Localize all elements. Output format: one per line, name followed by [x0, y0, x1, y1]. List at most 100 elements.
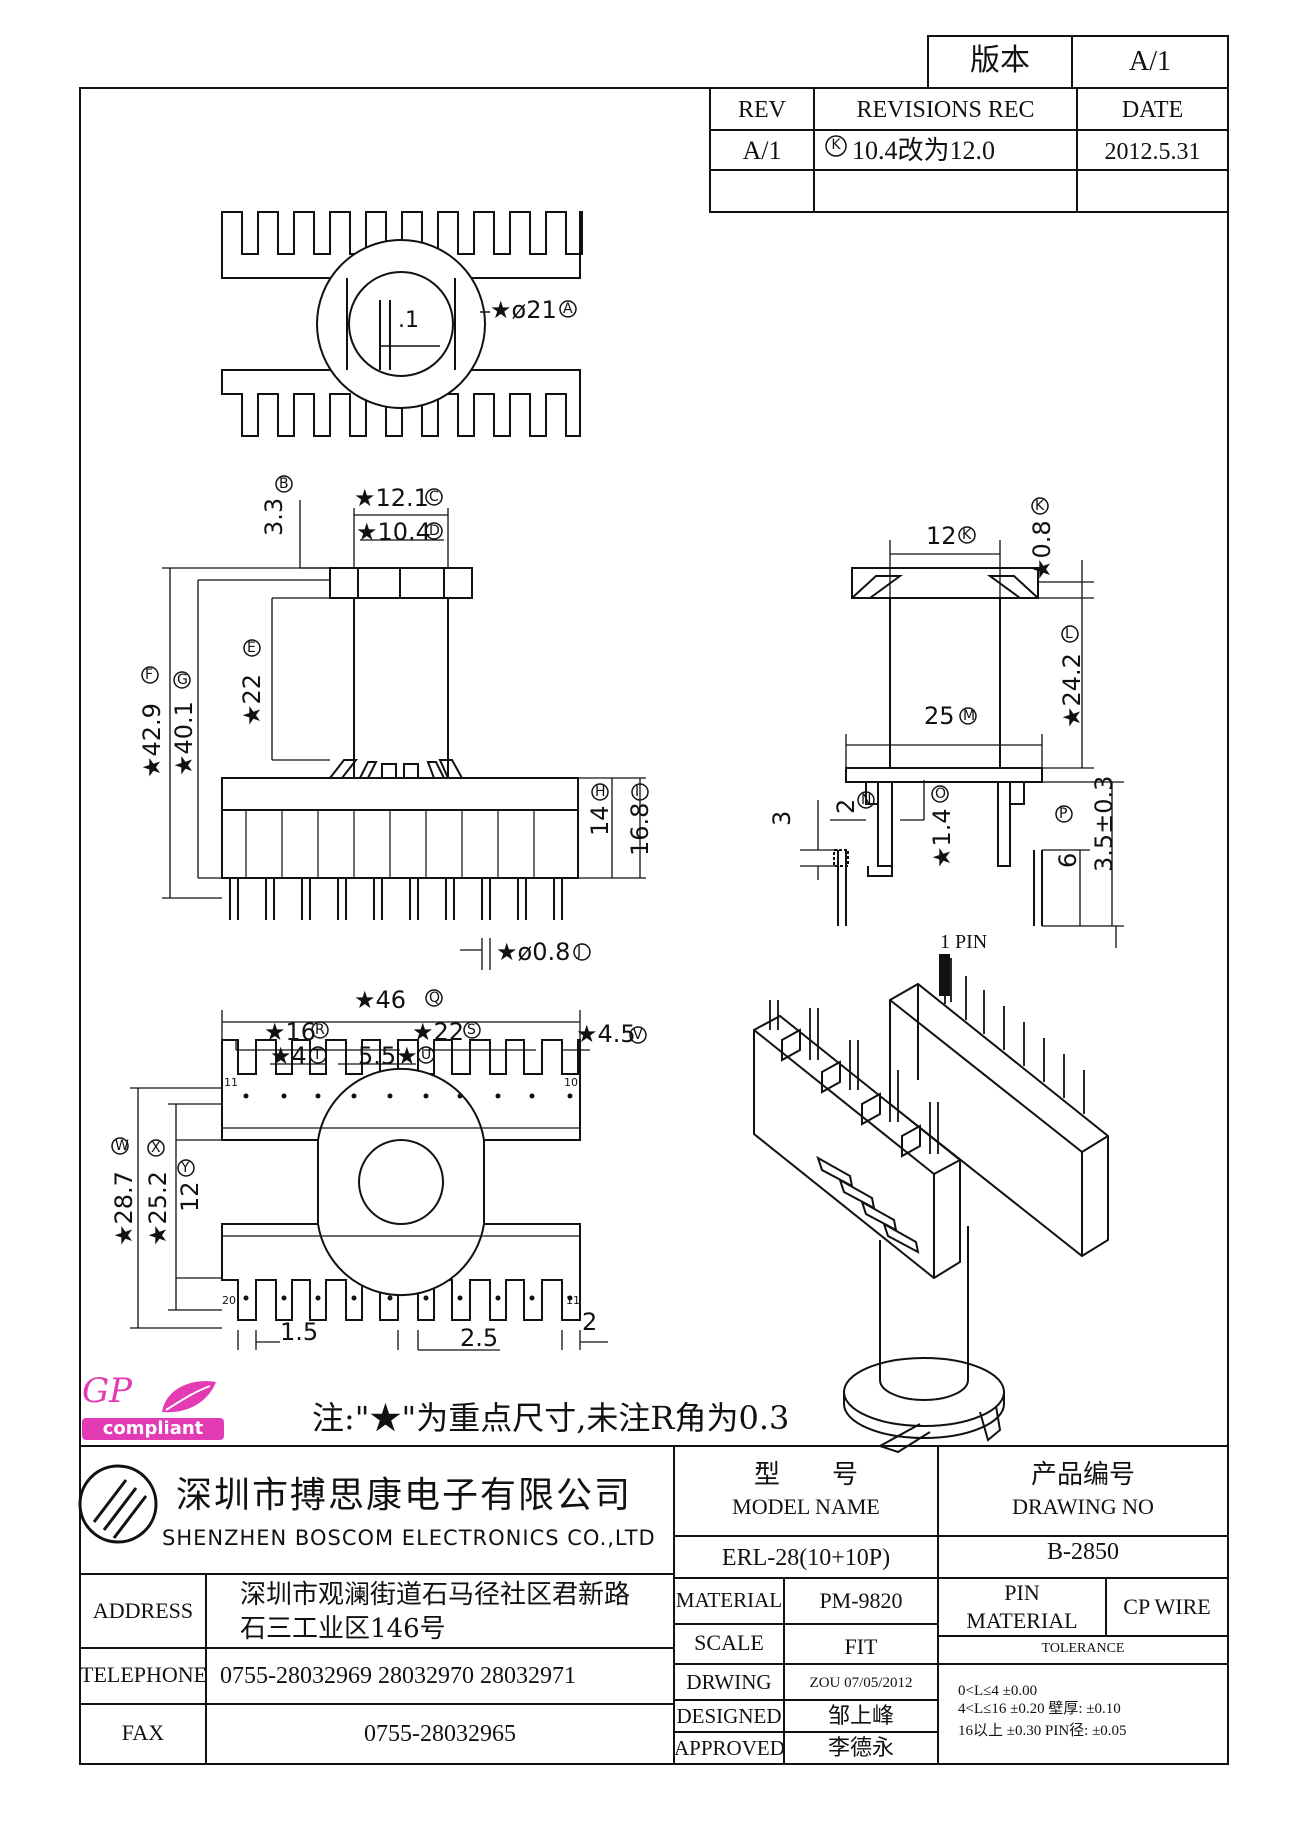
rev-row-rev: A/1	[742, 136, 782, 165]
note-text: 注:"★"为重点尺寸,未注R角为0.3	[312, 1399, 790, 1437]
drawing-value: B-2850	[1047, 1539, 1119, 1565]
dim-s: ★22	[412, 1018, 465, 1046]
drawing-frame	[79, 87, 1229, 1765]
drwing-label: DRWING	[686, 1670, 772, 1694]
approved-value: 李德永	[827, 1736, 894, 1761]
rev-row-rec: 10.4改为12.0	[852, 136, 996, 165]
version-label: 版本	[970, 43, 1030, 78]
dim-x: ★25.2	[144, 1171, 172, 1246]
dim-g-code: G	[177, 672, 188, 688]
telephone-value: 0755-28032969 28032970 28032971	[220, 1663, 576, 1689]
dim-t-code: T	[313, 1047, 322, 1063]
dim-e-code: E	[247, 640, 256, 656]
dim-q: ★46	[354, 986, 407, 1014]
designed-value: 邹上峰	[827, 1704, 894, 1729]
pin-label-11b: 11	[566, 1294, 580, 1307]
top-view	[221, 211, 583, 437]
compliant-text: compliant	[82, 1418, 224, 1440]
tolerance-label: TOLERANCE	[1041, 1641, 1125, 1656]
dim-o-code: O	[935, 786, 947, 802]
version-value: A/1	[1129, 46, 1171, 77]
dim-m: 25	[924, 702, 955, 730]
material-value: PM-9820	[819, 1588, 903, 1613]
side-view	[800, 540, 1124, 948]
designed-label: DESIGNED	[676, 1704, 782, 1728]
fax-value: 0755-28032965	[364, 1721, 516, 1747]
dim-w: ★28.7	[110, 1171, 138, 1246]
material-label: MATERIAL	[675, 1588, 783, 1612]
dim-dot1: .1	[398, 308, 419, 333]
dim-c: ★12.1	[354, 484, 429, 512]
dim-r: ★16	[264, 1018, 317, 1046]
dim-t: ★4	[270, 1042, 307, 1070]
dim-b-code: B	[279, 476, 289, 492]
model-value: ERL-28(10+10P)	[721, 1545, 891, 1571]
bottom-view	[130, 1010, 608, 1351]
dim-p-code: P	[1059, 806, 1068, 822]
dim-i-code: I	[635, 784, 640, 800]
scale-value: FIT	[844, 1634, 878, 1659]
fax-label: FAX	[121, 1720, 165, 1745]
pin-label-10: 10	[564, 1076, 578, 1089]
dim-n: 2	[832, 798, 860, 814]
dim-j: ★ø0.8	[496, 938, 571, 966]
dim-p: 6	[1054, 852, 1082, 868]
dim-p2: 3.5±0.3	[1090, 775, 1118, 872]
dim-f: ★42.9	[138, 703, 166, 778]
dim-2: 2	[582, 1308, 598, 1336]
dim-y: 12	[176, 1181, 204, 1212]
dim-q-code: Q	[429, 990, 441, 1006]
title-block	[80, 1445, 1228, 1764]
dim-m-code: M	[963, 708, 976, 724]
rev-date-header: DATE	[1121, 97, 1184, 123]
front-view	[162, 500, 646, 970]
dim-v-code: V	[633, 1027, 643, 1043]
company-name-en: SHENZHEN BOSCOM ELECTRONICS CO.,LTD	[162, 1526, 656, 1550]
pin1-label: 1 PIN	[940, 931, 988, 953]
tolerance-line-2: 4<L≤16 ±0.20 壁厚: ±0.10	[958, 1701, 1121, 1717]
dim-k2-code: K	[1035, 498, 1045, 514]
gp-logo-text: GP	[82, 1371, 133, 1411]
dim-d: ★10.4	[356, 518, 431, 546]
dim-v: ★4.5	[576, 1020, 636, 1048]
dim-u-code: U	[421, 1047, 432, 1063]
dim-k2: ★0.8	[1028, 520, 1056, 580]
rev-header: REV	[738, 97, 786, 123]
rev-row-mark: K	[831, 137, 841, 153]
dim-u: 5.5★	[358, 1042, 418, 1070]
rev-row-date: 2012.5.31	[1104, 139, 1201, 165]
dim-f-code: F	[145, 667, 154, 683]
dim-x-code: X	[151, 1140, 161, 1156]
dim-w-code: W	[115, 1138, 129, 1154]
dim-c-code: C	[429, 489, 439, 505]
dim-2-5: 2.5	[460, 1324, 499, 1352]
pin-label-11: 11	[224, 1076, 238, 1089]
drawing-label-en: DRAWING NO	[1012, 1494, 1154, 1519]
tolerance-line-3: 16以上 ±0.30 PIN径: ±0.05	[958, 1723, 1127, 1739]
scale-label: SCALE	[694, 1630, 764, 1655]
revisions-table	[709, 87, 1229, 213]
dim-a: ★ø21	[490, 296, 557, 324]
dim-b: 3.3	[260, 497, 288, 536]
dim-d-code: D	[429, 523, 440, 539]
dim-r-code: R	[315, 1022, 325, 1038]
company-name-cn: 深圳市搏思康电子有限公司	[176, 1475, 633, 1516]
address-line1: 深圳市观澜街道石马径社区君新路	[240, 1580, 631, 1610]
dim-a-code: A	[563, 301, 573, 317]
dim-e: ★22	[238, 673, 266, 726]
drwing-value: ZOU 07/05/2012	[809, 1675, 913, 1691]
dim-j-code: J	[577, 944, 582, 960]
dim-n-code: N	[861, 792, 872, 808]
pin-label-20: 20	[222, 1294, 236, 1307]
drawing-label-cn: 产品编号	[1030, 1460, 1135, 1490]
dim-k-code: K	[962, 527, 972, 543]
tolerance-line-1: 0<L≤4 ±0.00	[958, 1683, 1038, 1699]
dim-h-code: H	[595, 784, 606, 800]
pin-material-label-2: MATERIAL	[966, 1608, 1078, 1633]
address-line2: 石三工业区146号	[240, 1614, 446, 1644]
pin-material-value: CP WIRE	[1123, 1594, 1211, 1619]
dim-h: 14	[586, 805, 614, 836]
dim-y-code: Y	[181, 1160, 190, 1176]
model-label-en: MODEL NAME	[732, 1494, 880, 1519]
